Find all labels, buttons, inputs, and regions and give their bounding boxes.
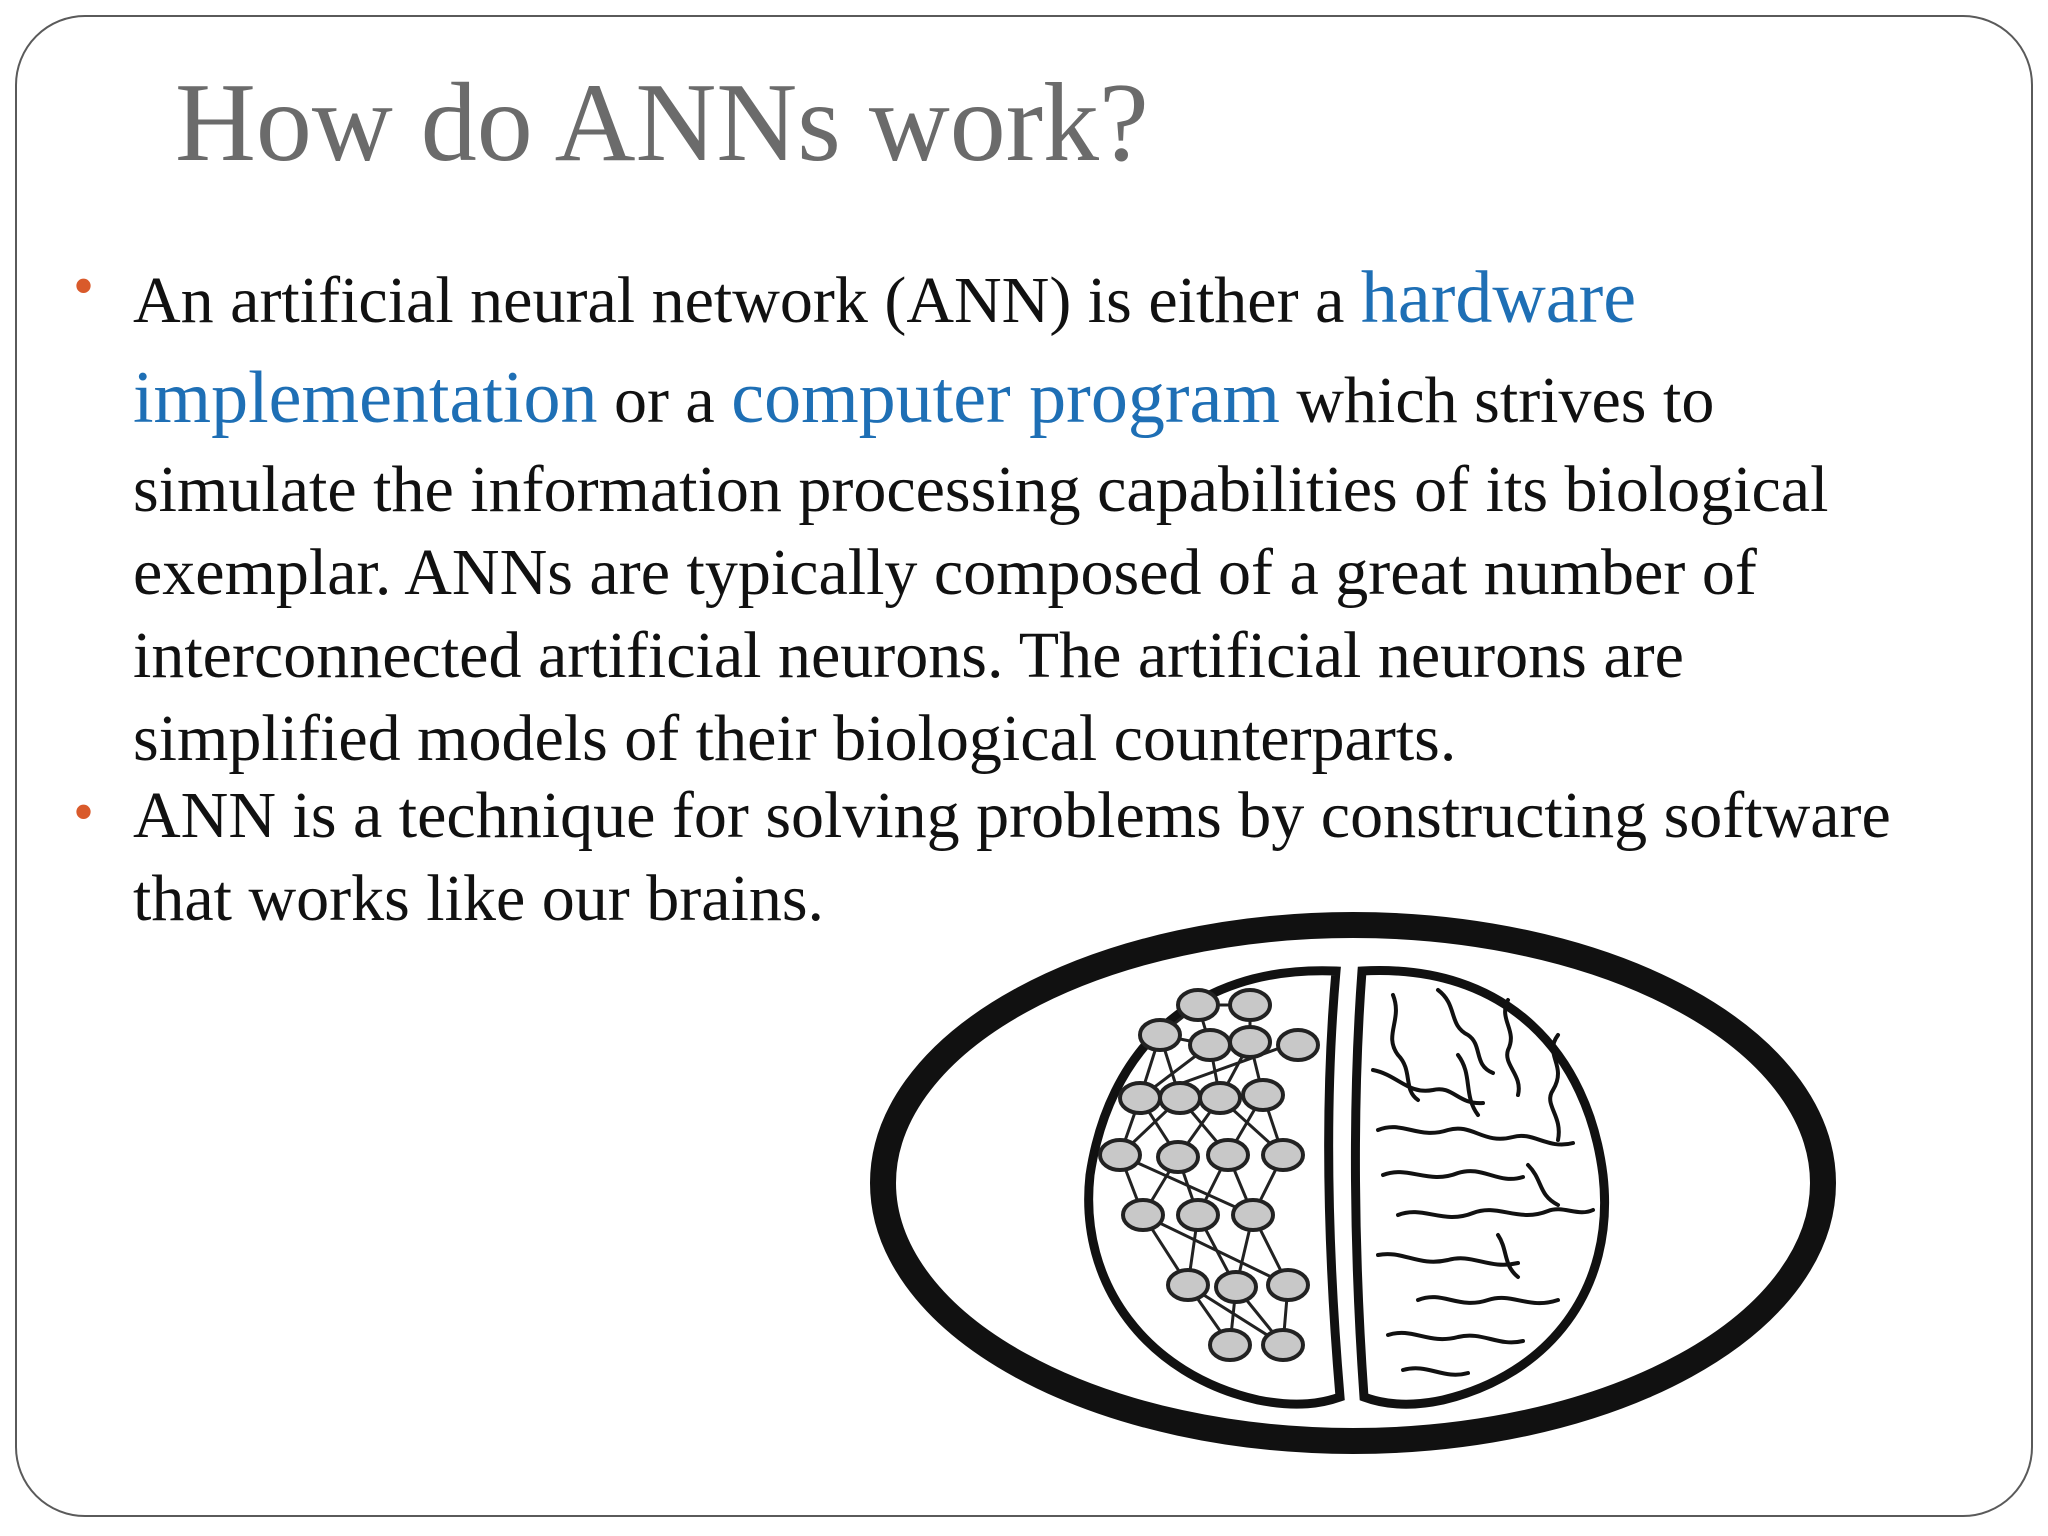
brain-neural-network-icon bbox=[858, 905, 1848, 1465]
text-line: simulate the information processing capa… bbox=[133, 453, 1829, 526]
text-segment: or a bbox=[597, 364, 732, 437]
text-segment: An artificial neural network (ANN) is ei… bbox=[133, 264, 1361, 337]
bullet-item-ann-definition: • An artificial neural network (ANN) is … bbox=[73, 248, 1963, 780]
text-line: implementation or a computer program whi… bbox=[133, 348, 1963, 448]
text-line: simplified models of their biological co… bbox=[133, 702, 1457, 775]
text-line: An artificial neural network (ANN) is ei… bbox=[133, 248, 1963, 348]
bullet-dot-icon: • bbox=[73, 779, 95, 845]
slide-title: How do ANNs work? bbox=[175, 61, 1149, 185]
text-line: exemplar. ANNs are typically composed of… bbox=[133, 536, 1757, 609]
text-line: interconnected artificial neurons. The a… bbox=[133, 619, 1684, 692]
network-neurons bbox=[1098, 988, 1320, 1362]
highlight-computer-program: computer program bbox=[731, 357, 1280, 439]
outer-ring bbox=[870, 912, 1836, 1454]
slide-frame bbox=[15, 15, 2033, 1517]
bullet-item-ann-technique: • ANN is a technique for solving problem… bbox=[73, 774, 1963, 940]
text-line: ANN is a technique for solving problems … bbox=[133, 779, 1891, 852]
highlight-hardware: hardware bbox=[1360, 257, 1637, 339]
brain-folds bbox=[1371, 988, 1595, 1377]
text-line: that works like our brains. bbox=[133, 862, 825, 935]
bullet-dot-icon: • bbox=[73, 253, 95, 319]
text-segment: which strives to bbox=[1279, 364, 1715, 437]
highlight-implementation: implementation bbox=[133, 357, 598, 439]
